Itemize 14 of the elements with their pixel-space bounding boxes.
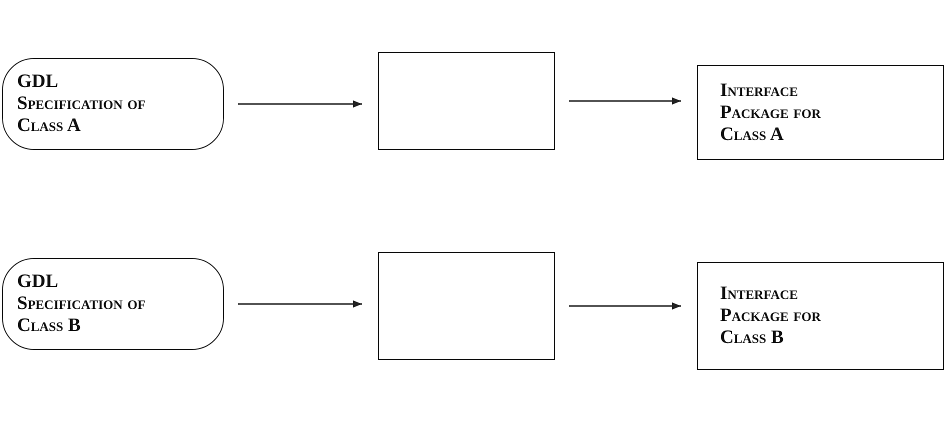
arrow: [569, 302, 681, 310]
node-label: GDL Specification of Class A: [17, 71, 146, 137]
process-box: [697, 262, 944, 370]
node-label: Interface Package for Class A: [720, 80, 822, 146]
process-box: [378, 252, 555, 360]
rounded-box: [2, 58, 224, 150]
process-box: [378, 52, 555, 150]
process-box: [697, 65, 944, 160]
node-label: Interface Package for Class B: [720, 283, 822, 349]
node-label: GDL Specification of Class B: [17, 271, 146, 337]
arrow: [238, 300, 362, 308]
rounded-box: [2, 258, 224, 350]
arrow: [238, 100, 362, 108]
arrow: [569, 97, 681, 105]
